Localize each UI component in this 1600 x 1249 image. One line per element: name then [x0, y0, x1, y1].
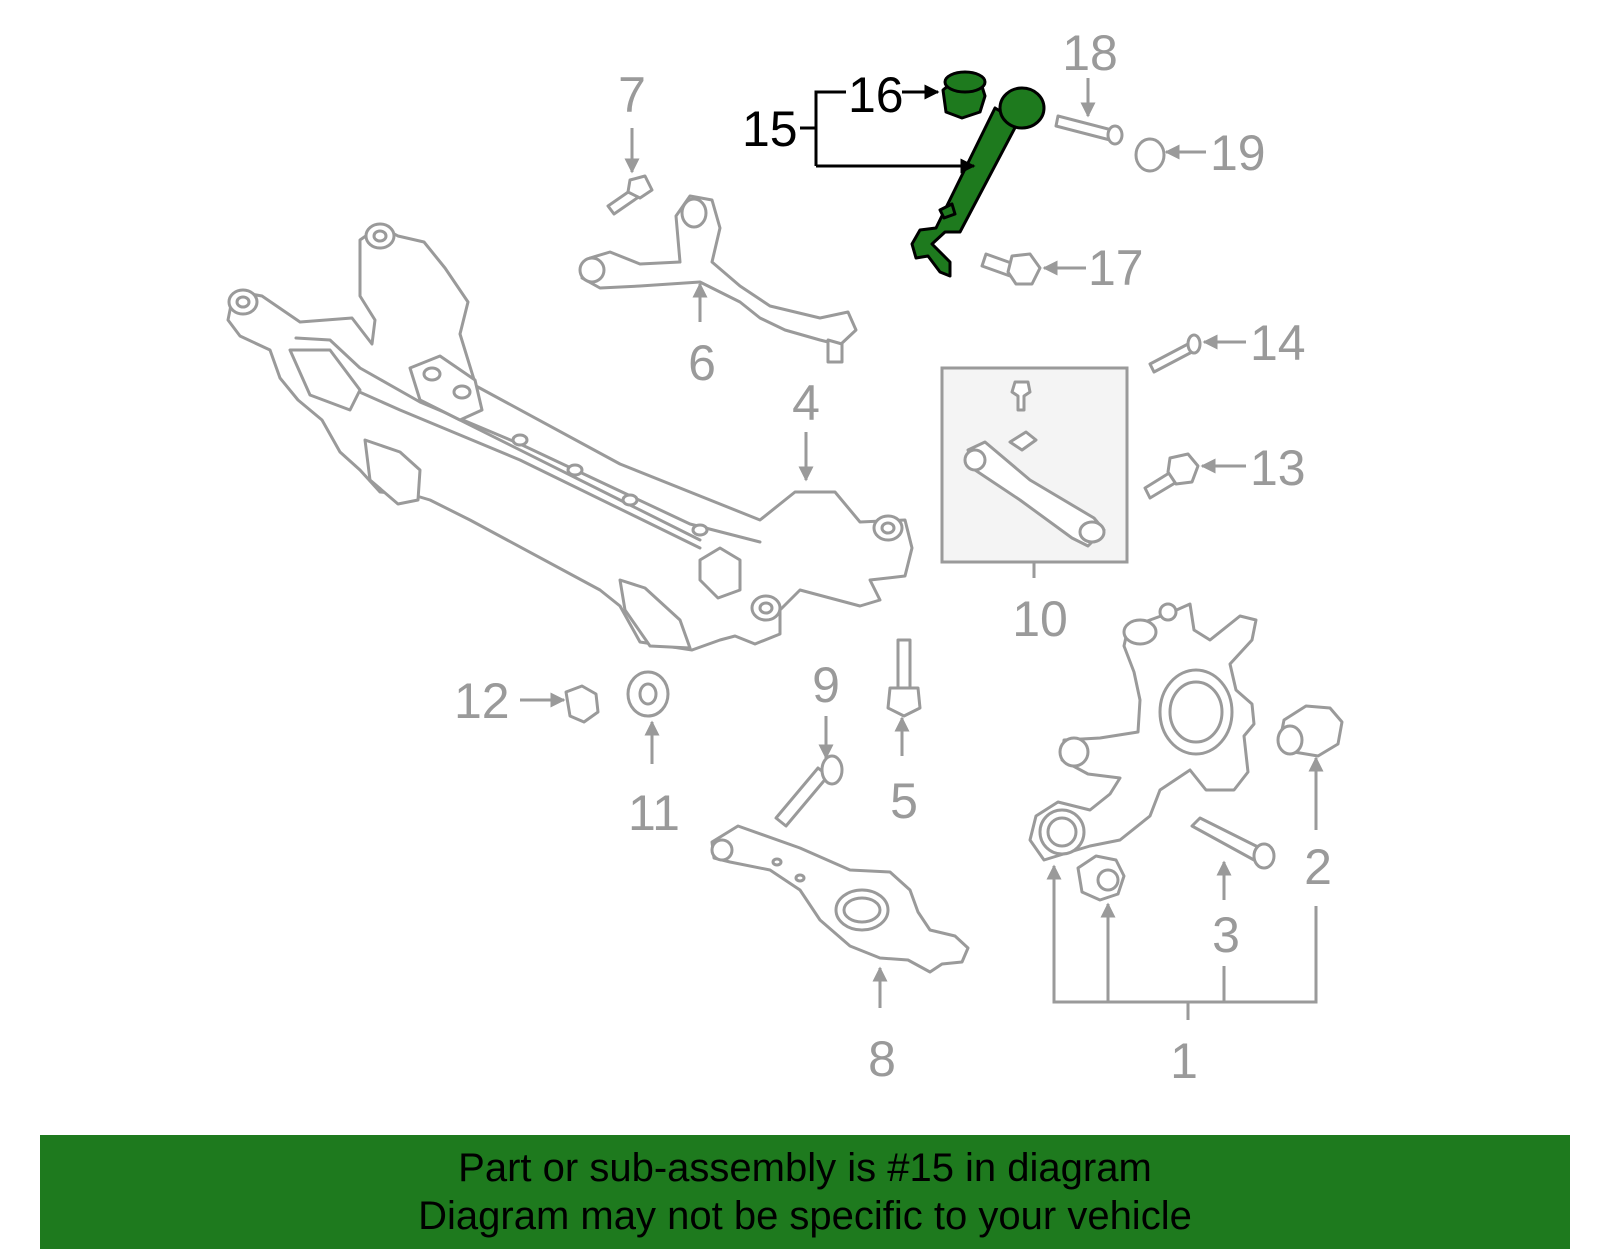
callout-10: 10: [1012, 591, 1068, 647]
highlight-leader-lines: [800, 84, 976, 174]
crossmember-part[interactable]: [226, 222, 914, 652]
leader-lines: [520, 78, 1324, 1020]
callout-19: 19: [1210, 125, 1266, 181]
callout-12: 12: [454, 673, 510, 729]
bolt-18-part[interactable]: [1054, 114, 1124, 146]
knuckle-part[interactable]: [1028, 602, 1258, 862]
callout-6: 6: [688, 335, 716, 391]
bolt-3-part[interactable]: [1190, 816, 1276, 870]
callout-13: 13: [1250, 440, 1306, 496]
nut-19-part[interactable]: [1134, 137, 1166, 173]
callout-1: 1: [1170, 1033, 1198, 1089]
callout-14: 14: [1250, 315, 1306, 371]
callout-18: 18: [1062, 25, 1118, 81]
nut-12-part[interactable]: [564, 684, 600, 724]
banner-line-disclaimer: Diagram may not be specific to your vehi…: [418, 1194, 1192, 1238]
callout-15: 15: [742, 101, 798, 157]
bolt-17-part[interactable]: [980, 252, 1042, 286]
callout-16: 16: [848, 67, 904, 123]
upper-control-arm-part[interactable]: [578, 194, 858, 364]
callout-11: 11: [628, 785, 680, 841]
bushing-2-part[interactable]: [1276, 704, 1344, 758]
callout-17: 17: [1088, 240, 1144, 296]
callout-5: 5: [890, 773, 918, 829]
lower-control-arm-part[interactable]: [710, 824, 970, 974]
bolt-14-part[interactable]: [1148, 333, 1202, 374]
lateral-arm-part-15[interactable]: [910, 86, 1046, 278]
bushing-lower-part[interactable]: [1076, 854, 1126, 902]
info-banner: Part or sub-assembly is #15 in diagram D…: [40, 1135, 1570, 1249]
callout-4: 4: [792, 375, 820, 431]
banner-line-part: Part or sub-assembly is #15 in diagram: [458, 1146, 1152, 1190]
toe-link-kit-part-10[interactable]: [940, 366, 1129, 564]
callout-9: 9: [812, 657, 840, 713]
bushing-part-16[interactable]: [941, 70, 987, 120]
washer-11-part[interactable]: [626, 670, 670, 718]
callout-labels: 7 6 4 18 19 17 14 13 10 12 11 9 5 8 2 3 …: [454, 25, 1332, 1089]
bolt-13-part[interactable]: [1143, 452, 1200, 500]
callout-3: 3: [1212, 907, 1240, 963]
bolt-9-part[interactable]: [774, 754, 844, 828]
callout-7: 7: [618, 67, 646, 123]
callout-2: 2: [1304, 839, 1332, 895]
stud-5-part[interactable]: [886, 638, 922, 718]
bolt-7-part[interactable]: [606, 174, 654, 216]
callout-8: 8: [868, 1031, 896, 1087]
